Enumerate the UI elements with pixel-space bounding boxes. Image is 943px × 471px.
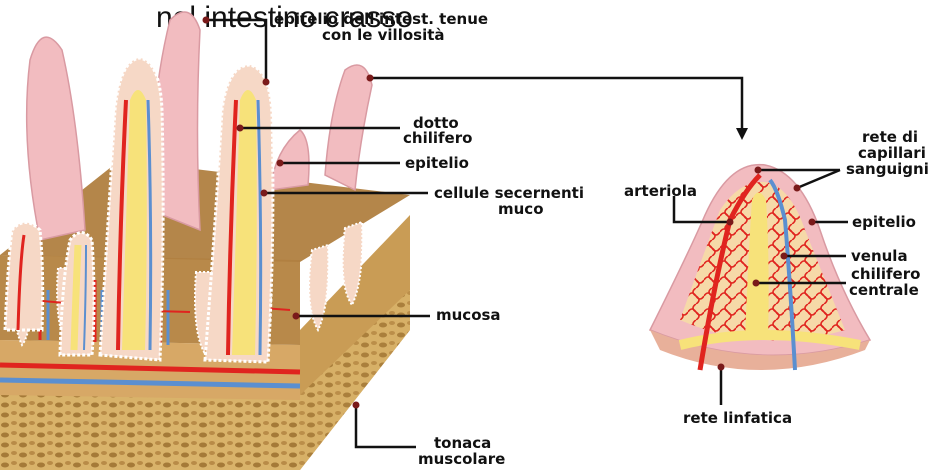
arrow-head-icon	[736, 128, 748, 140]
label-arteriola: arteriola	[624, 182, 697, 200]
label-venula: venula	[851, 247, 908, 265]
label-chilifero-line2: centrale	[849, 281, 919, 299]
label-rete-capillari-line3: sanguigni	[846, 160, 929, 178]
label-epitelio-right: epitelio	[852, 213, 916, 231]
label-tonaca-line2: muscolare	[418, 450, 505, 468]
label-dotto-line2: chilifero	[403, 129, 472, 147]
label-rete-linfatica: rete linfatica	[683, 409, 792, 427]
muscle-layer-front	[0, 395, 300, 470]
label-mucosa: mucosa	[436, 306, 501, 324]
label-epitelio-left: epitelio	[405, 154, 469, 172]
label-cellule-line2: muco	[498, 200, 544, 218]
label-epitelio-tenue-line2: con le villosità	[322, 26, 445, 44]
tissue-block	[0, 12, 410, 470]
